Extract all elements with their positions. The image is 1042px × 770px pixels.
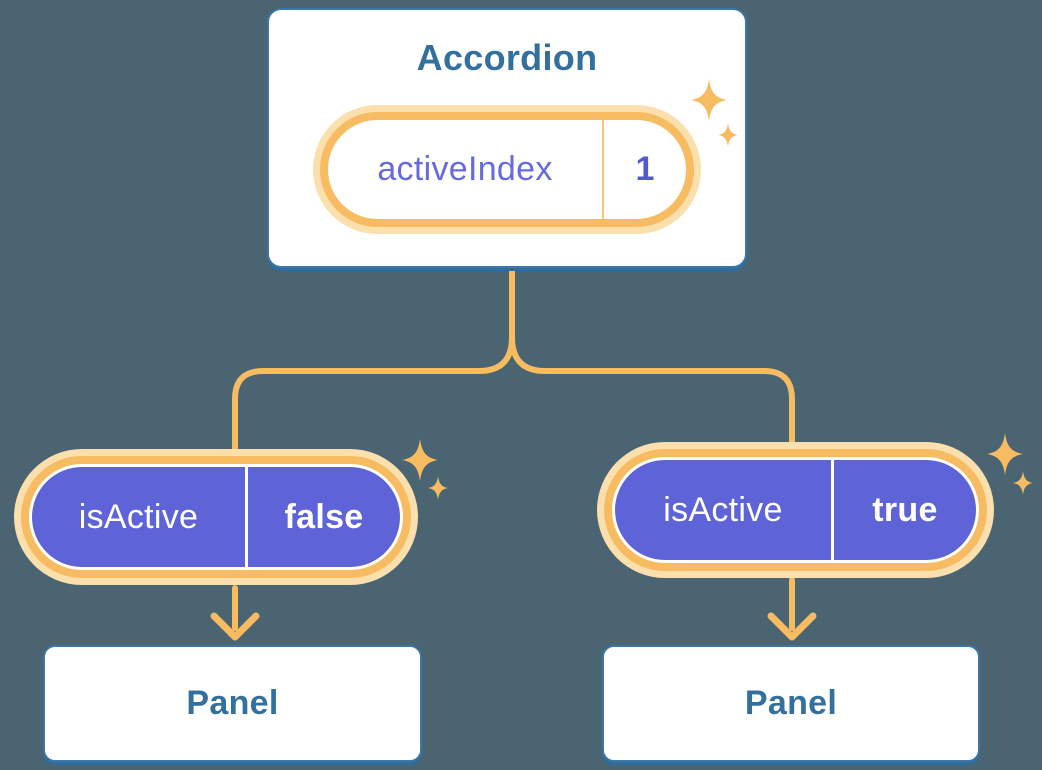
accordion-title: Accordion <box>416 37 598 78</box>
pill-separator <box>602 120 604 219</box>
state-name: activeIndex <box>377 150 553 188</box>
prop-value: false <box>284 497 364 536</box>
prop-name: isActive <box>663 490 783 529</box>
prop-value: true <box>872 490 938 529</box>
accordion-card: Accordion activeIndex 1 <box>267 8 747 268</box>
sparkle-icon <box>691 79 727 121</box>
tree-branch-right <box>509 271 795 443</box>
panel-card-left: Panel <box>43 645 422 762</box>
arrow-down-icon <box>767 612 817 641</box>
panel-card-right: Panel <box>602 645 980 762</box>
state-pill: activeIndex 1 <box>320 112 694 227</box>
pill-separator <box>245 467 248 567</box>
sparkle-icon <box>987 433 1023 475</box>
prop-pill-isactive-true: isActive true <box>612 457 979 563</box>
panel-label: Panel <box>744 684 838 722</box>
panel-label: Panel <box>186 684 279 722</box>
prop-name: isActive <box>78 497 199 536</box>
tree-branch-left <box>232 271 515 451</box>
arrow-down-icon <box>210 612 260 641</box>
pill-separator <box>831 460 834 560</box>
sparkle-icon <box>1013 471 1033 495</box>
prop-pill-isactive-false: isActive false <box>29 464 403 570</box>
sparkle-icon <box>402 439 438 481</box>
sparkle-icon <box>428 476 448 500</box>
sparkle-icon <box>718 123 738 147</box>
state-value: 1 <box>635 150 655 188</box>
